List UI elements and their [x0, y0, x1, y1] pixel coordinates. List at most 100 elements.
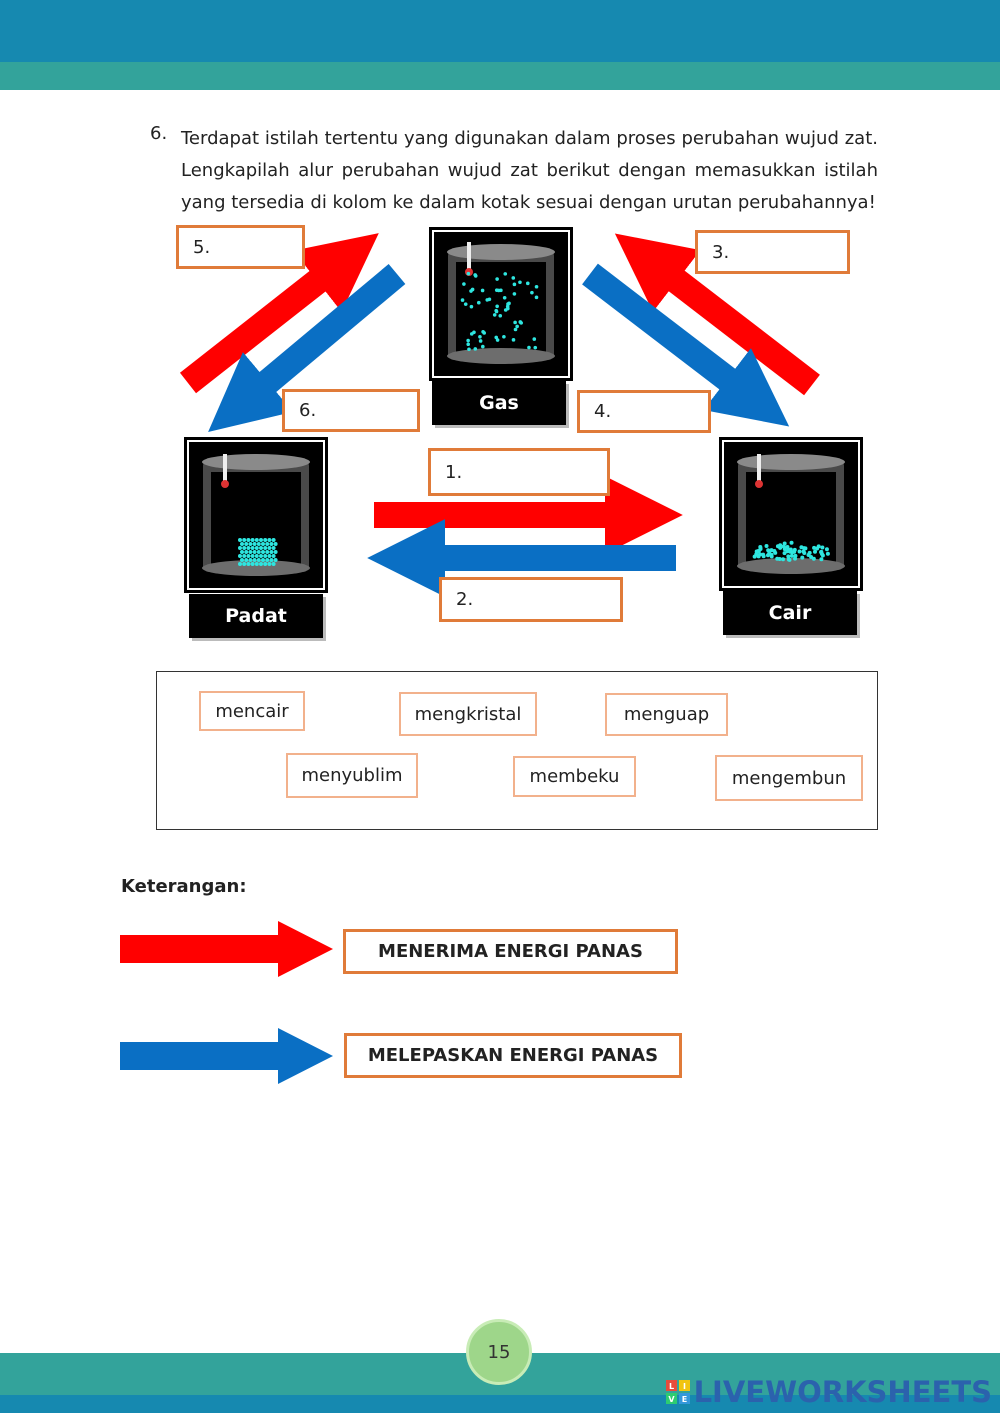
particle [259, 554, 263, 558]
particle [273, 542, 278, 546]
particle [271, 562, 276, 566]
answer-box-4[interactable]: 4. [577, 390, 711, 433]
particle [511, 338, 516, 342]
particle [238, 562, 242, 566]
gas-container-image [429, 227, 573, 381]
particle [469, 304, 474, 309]
particle [812, 549, 817, 554]
particle [269, 542, 274, 546]
particle [252, 550, 257, 554]
particle [761, 554, 766, 559]
particle [481, 329, 485, 334]
particle [269, 550, 274, 554]
particle [495, 277, 499, 281]
solid-label: Padat [189, 594, 323, 638]
legend-blue-label: MELEPASKAN ENERGI PANAS [344, 1033, 682, 1078]
particle [764, 544, 769, 549]
particle [775, 556, 780, 561]
particle [532, 337, 537, 341]
gas-label: Gas [432, 381, 566, 425]
particle [240, 558, 244, 562]
header-band [0, 0, 1000, 62]
particle [478, 334, 482, 339]
particle [507, 301, 511, 306]
particle [263, 554, 268, 558]
arrow-blue-deposition [208, 264, 406, 433]
particle [797, 549, 802, 554]
answer-box-6[interactable]: 6. [282, 389, 420, 432]
particle [242, 562, 247, 566]
particle [781, 544, 786, 549]
particle [271, 554, 276, 558]
particle [481, 344, 485, 349]
answer-box-3[interactable]: 3. [695, 230, 850, 274]
particle [473, 273, 477, 277]
particle [513, 327, 518, 332]
particle [807, 550, 812, 555]
particle [238, 538, 242, 542]
particle [819, 551, 824, 556]
particle [506, 306, 510, 311]
question-number: 6. [150, 123, 168, 144]
word-menguap[interactable]: menguap [605, 693, 728, 736]
particle [495, 338, 500, 342]
answer-box-5[interactable]: 5. [176, 225, 305, 269]
liquid-container-image [719, 437, 863, 591]
particle [816, 544, 821, 549]
particle [765, 553, 770, 558]
word-mengkristal[interactable]: mengkristal [399, 692, 537, 736]
particle [250, 538, 255, 542]
particle [478, 339, 483, 343]
liquid-cylinder-icon [737, 454, 845, 574]
legend-red-label: MENERIMA ENERGI PANAS [343, 929, 678, 974]
particle [515, 324, 519, 329]
particle [256, 558, 261, 562]
particle [467, 347, 471, 352]
word-mengembun[interactable]: mengembun [715, 755, 863, 801]
word-mencair[interactable]: mencair [199, 691, 305, 731]
particle [494, 308, 498, 313]
particle [244, 550, 249, 554]
particle [494, 335, 499, 340]
particle [267, 546, 272, 550]
particle [476, 300, 481, 305]
particle [267, 538, 272, 542]
answer-box-1[interactable]: 1. [428, 448, 610, 496]
particle [466, 271, 471, 276]
liveworksheets-watermark: L I V E LIVEWORKSHEETS [665, 1375, 992, 1409]
legend-blue-arrow-icon [120, 1028, 333, 1084]
particle [518, 280, 522, 285]
particle [809, 554, 814, 559]
particle [254, 554, 259, 558]
particle [271, 538, 276, 542]
particle [534, 284, 539, 289]
solid-cylinder-icon [202, 454, 310, 576]
particle [492, 313, 497, 317]
particle [246, 562, 251, 566]
particle [248, 550, 253, 554]
particle [801, 549, 806, 554]
legend-red-arrow-icon [120, 921, 333, 977]
logo-letter: E [681, 1395, 686, 1404]
particle [250, 554, 255, 558]
particle [825, 551, 830, 556]
page-number: 15 [466, 1319, 532, 1385]
particle [242, 554, 247, 558]
particle [824, 547, 829, 552]
particle [819, 557, 824, 562]
gas-cylinder-icon [447, 242, 555, 364]
particle [254, 562, 259, 566]
particle [789, 553, 794, 558]
particle [248, 558, 253, 562]
particle [462, 282, 466, 286]
particle [512, 282, 517, 287]
word-membeku[interactable]: membeku [513, 756, 636, 797]
particle [256, 542, 261, 546]
particle [533, 345, 538, 350]
particle [242, 538, 247, 542]
answer-box-2[interactable]: 2. [439, 577, 623, 622]
particle [261, 550, 265, 554]
word-menyublim[interactable]: menyublim [286, 753, 418, 798]
particle [246, 546, 251, 550]
particle [242, 546, 247, 550]
